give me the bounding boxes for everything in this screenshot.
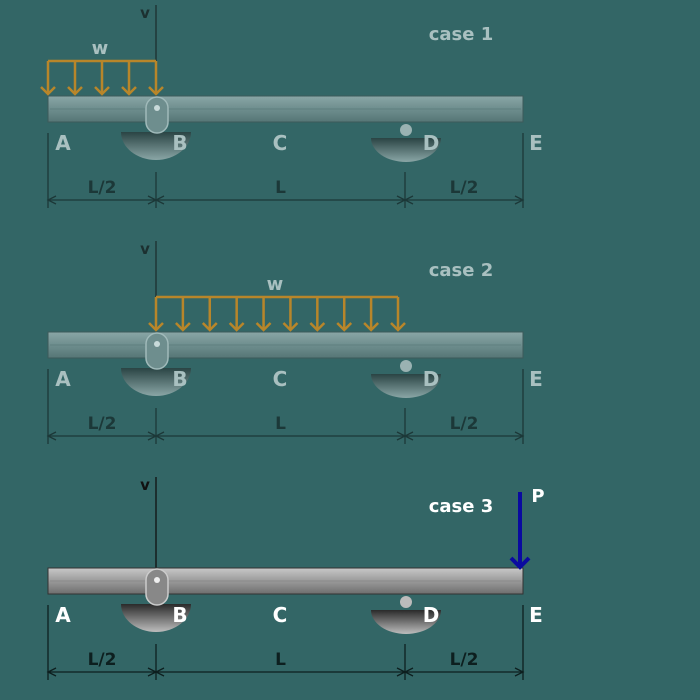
- dim-arrow-left: [154, 667, 165, 677]
- point-label-A: A: [55, 131, 71, 155]
- point-label-B: B: [172, 367, 187, 391]
- dim-arrow-right: [514, 431, 525, 441]
- pin-support-post: [145, 332, 169, 370]
- dim-arrow-left: [403, 195, 414, 205]
- dim-arrow-left: [403, 431, 414, 441]
- load-arrow-head: [94, 86, 110, 96]
- pin-support-post: [145, 568, 169, 606]
- dim-arrow-left: [46, 431, 57, 441]
- load-arrow-head: [121, 86, 137, 96]
- point-load-arrow-head: [509, 556, 531, 570]
- point-label-D: D: [423, 603, 440, 627]
- load-arrow-head: [255, 322, 272, 332]
- load-arrow-head: [228, 322, 245, 332]
- load-arrow-head: [175, 322, 191, 332]
- pin-support-post: [145, 96, 169, 134]
- roller-support-base: [371, 374, 441, 398]
- dim-label: L/2: [450, 650, 479, 670]
- point-label-E: E: [529, 131, 543, 155]
- pin-icon: [154, 577, 160, 583]
- pin-support-base: [121, 132, 191, 160]
- pin-support-base: [121, 604, 191, 632]
- load-arrow-head: [40, 86, 56, 96]
- axis-label-v: v: [140, 4, 150, 22]
- dim-label: L/2: [450, 414, 479, 434]
- pin-support-base: [121, 368, 191, 396]
- point-label-D: D: [423, 367, 440, 391]
- point-label-C: C: [273, 131, 288, 155]
- load-arrow-head: [390, 322, 406, 332]
- dim-arrow-left: [46, 667, 57, 677]
- roller-support-base: [371, 610, 441, 634]
- dim-arrow-right: [514, 195, 525, 205]
- point-label-A: A: [55, 367, 71, 391]
- dim-arrow-left: [154, 431, 165, 441]
- load-label: w: [267, 274, 284, 295]
- point-label-C: C: [273, 367, 288, 391]
- point-label-B: B: [172, 131, 187, 155]
- load-arrow-head: [309, 322, 326, 332]
- load-arrow-head: [201, 322, 218, 332]
- pin-icon: [154, 341, 160, 347]
- dim-label: L: [275, 650, 286, 670]
- dim-label: L/2: [88, 178, 117, 198]
- axis-label-v: v: [140, 476, 150, 494]
- roller-support-base: [371, 138, 441, 162]
- load-arrow-head: [363, 322, 379, 332]
- dim-label: L/2: [450, 178, 479, 198]
- load-arrow-head: [336, 322, 353, 332]
- load-arrow-head: [67, 86, 83, 96]
- dim-arrow-left: [46, 195, 57, 205]
- dim-label: L/2: [88, 650, 117, 670]
- roller-icon: [400, 124, 412, 136]
- case-1: case 1 vA B C D E L/2 L L/2 w: [40, 4, 543, 208]
- point-label-D: D: [423, 131, 440, 155]
- load-label: P: [531, 486, 544, 507]
- load-arrow-head: [148, 322, 164, 332]
- point-label-A: A: [55, 603, 71, 627]
- load-label: w: [92, 38, 109, 59]
- axis-label-v: v: [140, 240, 150, 258]
- dim-arrow-right: [514, 667, 525, 677]
- point-label-E: E: [529, 603, 543, 627]
- load-arrow-head: [282, 322, 299, 332]
- case-title: case 3: [429, 496, 494, 517]
- case-3: case 3 vA B C D E L/2 L L/2 P: [46, 476, 545, 680]
- load-arrow-head: [148, 86, 164, 96]
- roller-icon: [400, 596, 412, 608]
- dim-label: L: [275, 178, 286, 198]
- dim-arrow-left: [403, 667, 414, 677]
- case-2: case 2 vA B C D E L/2 L L/2 w: [46, 240, 543, 444]
- roller-icon: [400, 360, 412, 372]
- point-label-B: B: [172, 603, 187, 627]
- dim-label: L: [275, 414, 286, 434]
- case-title: case 2: [429, 260, 494, 281]
- case-title: case 1: [429, 24, 494, 45]
- dim-label: L/2: [88, 414, 117, 434]
- point-label-C: C: [273, 603, 288, 627]
- point-label-E: E: [529, 367, 543, 391]
- dim-arrow-left: [154, 195, 165, 205]
- pin-icon: [154, 105, 160, 111]
